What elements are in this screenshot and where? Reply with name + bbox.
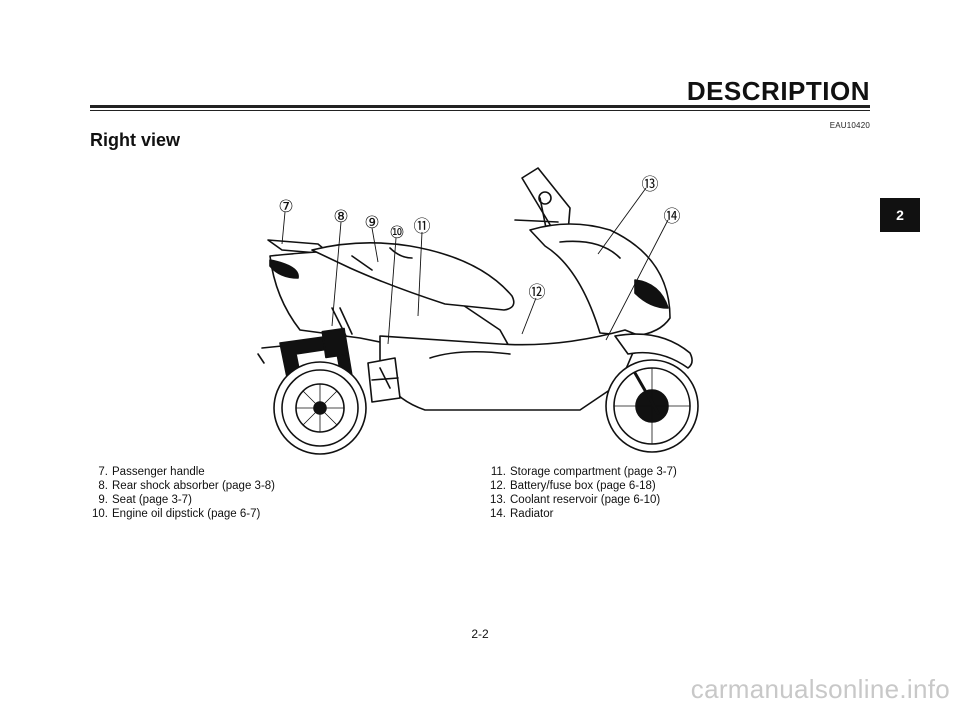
list-item: 13. Coolant reservoir (page 6-10): [478, 493, 808, 507]
part-label: Radiator: [510, 508, 554, 520]
part-number: 13.: [490, 494, 506, 506]
list-item: 14. Radiator: [478, 507, 808, 521]
part-number: 9.: [98, 494, 108, 506]
callout-11: ⑪: [414, 217, 431, 237]
document-code: EAU10420: [829, 121, 870, 130]
part-label: Storage compartment (page 3-7): [510, 466, 677, 478]
part-number: 8.: [98, 480, 108, 492]
callout-13: ⑬: [642, 175, 659, 195]
list-item: 9. Seat (page 3-7): [80, 493, 410, 507]
part-label: Coolant reservoir (page 6-10): [510, 494, 661, 506]
part-label: Passenger handle: [112, 466, 205, 478]
part-label: Battery/fuse box (page 6-18): [510, 480, 656, 492]
page-heading: Right view: [90, 130, 181, 150]
callout-10: ⑩: [389, 223, 404, 243]
part-number: 12.: [490, 480, 506, 492]
list-item: 7. Passenger handle: [80, 465, 410, 479]
parts-list-right: 11. Storage compartment (page 3-7) 12. B…: [478, 465, 808, 521]
scooter-illustration: ⑦ ⑧ ⑨ ⑩ ⑪ ⑫ ⑬ ⑭: [257, 167, 699, 455]
part-number: 7.: [98, 466, 108, 478]
list-item: 11. Storage compartment (page 3-7): [478, 465, 808, 479]
callout-12: ⑫: [529, 283, 546, 303]
page-number: 2-2: [471, 627, 489, 641]
callout-14: ⑭: [664, 207, 681, 227]
callout-7: ⑦: [278, 197, 293, 217]
section-title: DESCRIPTION: [686, 76, 870, 106]
parts-list-left: 7. Passenger handle 8. Rear shock absorb…: [80, 465, 410, 521]
part-number: 14.: [490, 508, 506, 520]
header-rule-thick: [90, 105, 870, 108]
part-label: Engine oil dipstick (page 6-7): [112, 508, 261, 520]
callout-8: ⑧: [333, 207, 348, 227]
watermark: carmanualsonline.info: [690, 674, 950, 704]
header-rule-thin: [90, 110, 870, 111]
part-label: Rear shock absorber (page 3-8): [112, 480, 275, 492]
chapter-tab: 2: [880, 198, 920, 232]
list-item: 8. Rear shock absorber (page 3-8): [80, 479, 410, 493]
list-item: 10. Engine oil dipstick (page 6-7): [80, 507, 410, 521]
part-number: 10.: [92, 508, 108, 520]
part-number: 11.: [490, 466, 506, 478]
part-label: Seat (page 3-7): [112, 494, 192, 506]
callout-9: ⑨: [364, 213, 379, 233]
list-item: 12. Battery/fuse box (page 6-18): [478, 479, 808, 493]
